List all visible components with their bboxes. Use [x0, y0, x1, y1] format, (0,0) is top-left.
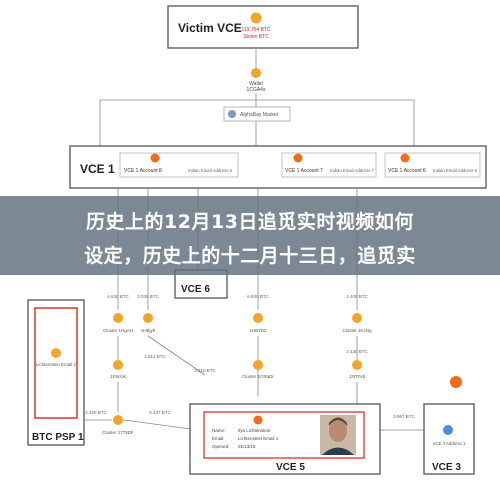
- connector-line: [123, 419, 199, 431]
- bitcoin-icon: [253, 313, 263, 323]
- bitcoin-icon: [113, 360, 123, 370]
- vce5-name-label: Name:: [212, 428, 225, 433]
- flow-label: 8.437 BTC: [149, 410, 171, 415]
- victim-vce-title: Victim VCE: [178, 21, 242, 35]
- person-photo: [320, 415, 356, 455]
- vce5-label: VCE 5: [276, 462, 305, 473]
- vce1-account-7-address: Indian Email Address 7: [330, 168, 375, 173]
- flow-label: 2.512 BTC: [144, 354, 166, 359]
- vce1-account-7-name: VCE 1 Account 7: [285, 168, 323, 174]
- vce5-opened-value: 01/13/15: [238, 444, 256, 449]
- bitcoin-icon: [250, 12, 262, 24]
- vce3-box: [423, 403, 475, 475]
- alphabay-icon: [228, 110, 236, 118]
- exchange-icon: [443, 425, 453, 435]
- node-label: Cluster 1HgAH: [103, 328, 133, 333]
- node-label: Cluster 1775DF: [102, 430, 134, 435]
- node-label: Cluster 1CRaDr: [242, 374, 274, 379]
- stolen-label: Stolen BTC: [243, 34, 269, 40]
- headline-line-2: 设定，历史上的十二月十三日，追觅实: [84, 245, 416, 267]
- node-label: 1F8cUk: [110, 374, 126, 379]
- psp-node-label: Lichtenstein Email 1: [36, 362, 77, 367]
- bitcoin-icon: [143, 313, 153, 323]
- flow-label: 1.400 BTC: [346, 294, 368, 299]
- victim-vce-box: [167, 5, 359, 49]
- vce1-label: VCE 1: [80, 162, 115, 176]
- vce6-label: VCE 6: [181, 284, 210, 295]
- flow-label: 2.460 BTC: [85, 410, 107, 415]
- bitcoin-icon: [113, 313, 123, 323]
- btc-psp1-label: BTC PSP 1: [32, 432, 84, 443]
- bitcoin-icon: [51, 348, 61, 358]
- stolen-amount: 119,754 BTC: [241, 27, 270, 33]
- vce5-email-value: Lichtenstein Email 1: [238, 436, 279, 441]
- monero-icon: [400, 153, 410, 163]
- headline-banner: [0, 196, 500, 275]
- flow-label: 4.630 BTC: [107, 294, 129, 299]
- flow-label: 3.967 BTC: [393, 414, 415, 419]
- node-label: Cluster 1KzNq: [342, 328, 372, 333]
- vce5-email-label: Email:: [212, 436, 225, 441]
- vce1-account-8-name: VCE 1 Account 8: [124, 168, 162, 174]
- vce1-account-8-address: Indian Email Address 8: [188, 168, 233, 173]
- node-label: 1NTFv5: [349, 374, 366, 379]
- alphabay-label: AlphaBay Market: [240, 112, 279, 118]
- btc-psp1-box: [27, 299, 85, 446]
- monero-icon: [293, 153, 303, 163]
- flow-label: 3.430 BTC: [346, 349, 368, 354]
- bitcoin-icon: [251, 68, 261, 78]
- headline-line-1: 历史上的12月13日追觅实时视频如何: [86, 211, 414, 233]
- monero-icon: [450, 376, 462, 388]
- vce1-account-6-name: VCE 1 Account 6: [388, 168, 426, 174]
- monero-icon: [150, 153, 160, 163]
- vce3-label: VCE 3: [432, 462, 461, 473]
- flow-label: 3.035 BTC: [137, 294, 159, 299]
- bitcoin-icon: [352, 313, 362, 323]
- psp-highlight-frame: [34, 307, 78, 419]
- wallet-title: Wallet: [249, 81, 263, 87]
- vce5-opened-label: Opened:: [212, 444, 229, 449]
- alphabay-node: [223, 106, 291, 122]
- connector-line: [147, 335, 206, 376]
- node-label: 1HBYkD: [249, 328, 267, 333]
- flow-label: 6.930 BTC: [247, 294, 269, 299]
- vce1-account-8-card: [119, 152, 239, 178]
- bitcoin-icon: [352, 360, 362, 370]
- vce1-account-6-address: Indian Email Address 6: [433, 168, 478, 173]
- wallet-id: 1CGA4s: [247, 87, 266, 93]
- vce3-address-label: VCE 3 Address 1: [433, 441, 466, 446]
- bitcoin-icon: [253, 360, 263, 370]
- bitcoin-icon: [113, 415, 123, 425]
- vce5-name-value: Ilya Lichtenstein: [238, 428, 271, 433]
- flow-label: 3.210 BTC: [194, 368, 216, 373]
- monero-icon: [253, 415, 263, 425]
- node-label: 1HBjyh: [141, 328, 156, 333]
